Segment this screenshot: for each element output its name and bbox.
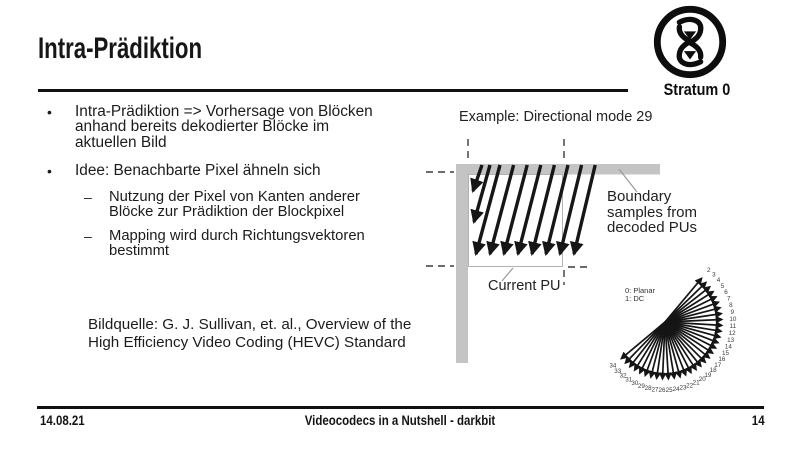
svg-text:17: 17	[714, 362, 722, 369]
page-title: Intra-Prädiktion	[38, 32, 203, 65]
svg-text:2: 2	[707, 267, 711, 274]
svg-text:12: 12	[729, 330, 737, 337]
svg-text:21: 21	[693, 380, 701, 387]
svg-text:33: 33	[614, 368, 622, 375]
svg-text:32: 32	[619, 373, 627, 380]
svg-text:6: 6	[724, 289, 728, 296]
svg-text:10: 10	[729, 316, 737, 323]
svg-text:31: 31	[625, 377, 633, 384]
current-pu-label: Current PU	[488, 278, 561, 294]
footer-title: Videocodecs in a Nutshell - darkbit	[304, 412, 496, 428]
footer-page-number: 14	[752, 412, 765, 428]
image-source-note: Bildquelle: G. J. Sullivan, et. al., Ove…	[88, 316, 412, 351]
bullet-item-1: Intra-Prädiktion => Vorhersage von Blöck…	[75, 103, 373, 151]
svg-text:30: 30	[631, 380, 639, 387]
planar-dc-legend: 0: Planar 1: DC	[625, 287, 655, 303]
stratum0-logo-text: Stratum 0	[663, 80, 731, 99]
svg-text:19: 19	[704, 372, 712, 379]
svg-text:3: 3	[712, 272, 716, 279]
svg-text:23: 23	[679, 385, 687, 392]
prediction-arrows	[470, 164, 597, 257]
boundary-bar-top	[456, 164, 660, 175]
current-pu-outline	[468, 174, 563, 267]
svg-text:16: 16	[718, 356, 726, 363]
svg-text:14: 14	[725, 344, 733, 351]
current-pu-leader-line	[501, 267, 514, 282]
sub-bullet-item-1: Nutzung der Pixel von Kanten anderer Blö…	[109, 189, 360, 221]
boundary-bar-left	[456, 164, 468, 363]
figure-heading: Example: Directional mode 29	[459, 109, 653, 125]
sub-bullet-marker: –	[84, 189, 92, 205]
svg-text:4: 4	[717, 277, 721, 284]
dashed-guides	[426, 139, 592, 285]
boundary-samples-label: Boundary samples from decoded PUs	[607, 188, 698, 236]
svg-text:9: 9	[731, 309, 735, 316]
svg-text:29: 29	[638, 383, 646, 390]
dc-legend: 1: DC	[625, 294, 645, 303]
footer-date: 14.08.21	[40, 412, 85, 428]
svg-text:15: 15	[722, 350, 730, 357]
svg-text:26: 26	[658, 387, 666, 394]
mode-fan: 2345678910111213141516171819202122232425…	[609, 267, 737, 394]
sub-bullet-item-2: Mapping wird durch Richtungsvektoren bes…	[109, 228, 365, 260]
svg-text:13: 13	[727, 337, 735, 344]
svg-text:18: 18	[710, 367, 718, 374]
svg-text:28: 28	[645, 385, 653, 392]
title-divider	[38, 89, 628, 92]
svg-text:27: 27	[651, 386, 659, 393]
footer-divider	[37, 406, 764, 409]
svg-text:22: 22	[686, 382, 694, 389]
planar-legend: 0: Planar	[625, 286, 656, 295]
svg-text:34: 34	[609, 363, 617, 370]
bullet-item-2: Idee: Benachbarte Pixel ähneln sich	[75, 162, 321, 179]
svg-text:20: 20	[699, 376, 707, 383]
svg-text:7: 7	[727, 295, 731, 302]
bullet-marker: •	[47, 163, 52, 179]
svg-text:8: 8	[729, 302, 733, 309]
svg-text:24: 24	[673, 386, 681, 393]
svg-text:5: 5	[721, 283, 725, 290]
svg-text:25: 25	[666, 387, 674, 394]
stratum0-hourglass-icon	[653, 5, 727, 79]
svg-text:11: 11	[730, 323, 737, 330]
bullet-marker: •	[47, 104, 52, 120]
boundary-leader-line	[618, 168, 638, 193]
sub-bullet-marker: –	[84, 228, 92, 244]
